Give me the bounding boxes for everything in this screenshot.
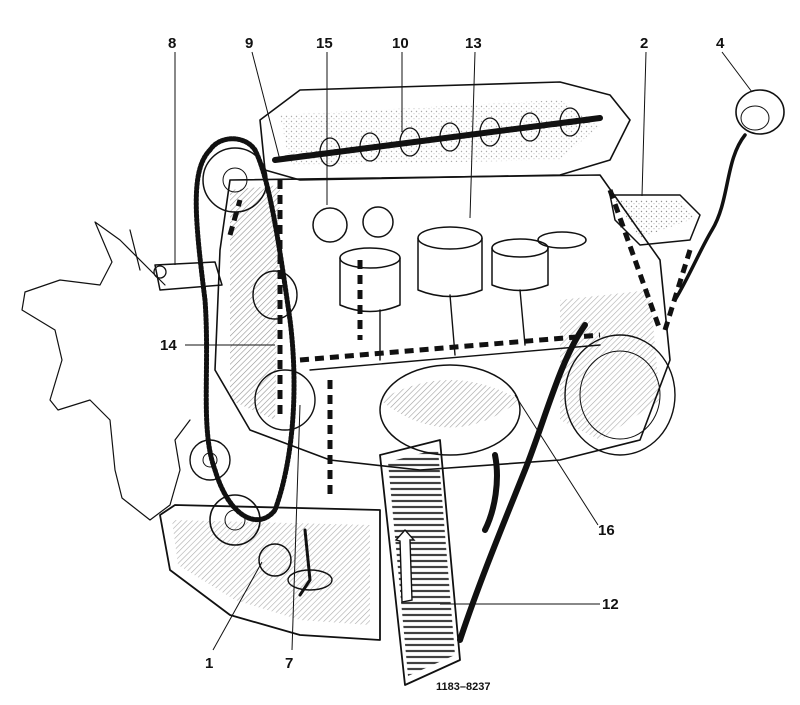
callout-1: 1 <box>205 655 213 672</box>
intermediate-gears <box>312 206 394 243</box>
fan-icon <box>21 221 191 521</box>
leader-2 <box>641 51 647 197</box>
flywheel-housing <box>564 334 676 456</box>
callout-labels: 8 9 15 10 13 2 4 14 12 16 1 7 <box>160 35 725 672</box>
callout-8: 8 <box>168 35 176 52</box>
callout-10: 10 <box>392 35 409 52</box>
leader-4 <box>721 51 753 93</box>
callout-4: 4 <box>716 35 725 52</box>
leader-9 <box>251 51 281 161</box>
oil-filter-housing <box>609 194 701 246</box>
piston-4 <box>537 231 587 249</box>
timing-chain <box>193 136 297 522</box>
callout-2: 2 <box>640 35 648 52</box>
leader-1 <box>212 561 263 651</box>
cylinder-head <box>259 81 631 181</box>
oil-pan <box>159 504 381 641</box>
oil-cooler-line <box>457 322 588 643</box>
crankshaft <box>309 289 601 456</box>
callout-15: 15 <box>316 35 333 52</box>
leader-13 <box>469 51 476 219</box>
callout-12: 12 <box>602 596 619 613</box>
leader-16 <box>514 394 599 526</box>
oil-pressure-gauge-icon <box>673 89 785 302</box>
callout-13: 13 <box>465 35 482 52</box>
callout-16: 16 <box>598 522 615 539</box>
aux-drive <box>153 261 223 291</box>
camshaft <box>272 107 603 167</box>
oil-cooler <box>379 439 461 686</box>
callout-9: 9 <box>245 35 253 52</box>
figure-reference: 1183–8237 <box>436 681 490 693</box>
callout-14: 14 <box>160 337 177 354</box>
oil-flow-paths <box>227 180 693 500</box>
leader-7 <box>291 404 301 651</box>
callout-7: 7 <box>285 655 293 672</box>
chain-tensioner <box>189 270 298 481</box>
piston-2 <box>417 226 483 298</box>
oil-pump <box>258 528 333 597</box>
leader-lines <box>174 51 753 651</box>
piston-3 <box>491 238 549 292</box>
piston-1 <box>339 247 401 313</box>
